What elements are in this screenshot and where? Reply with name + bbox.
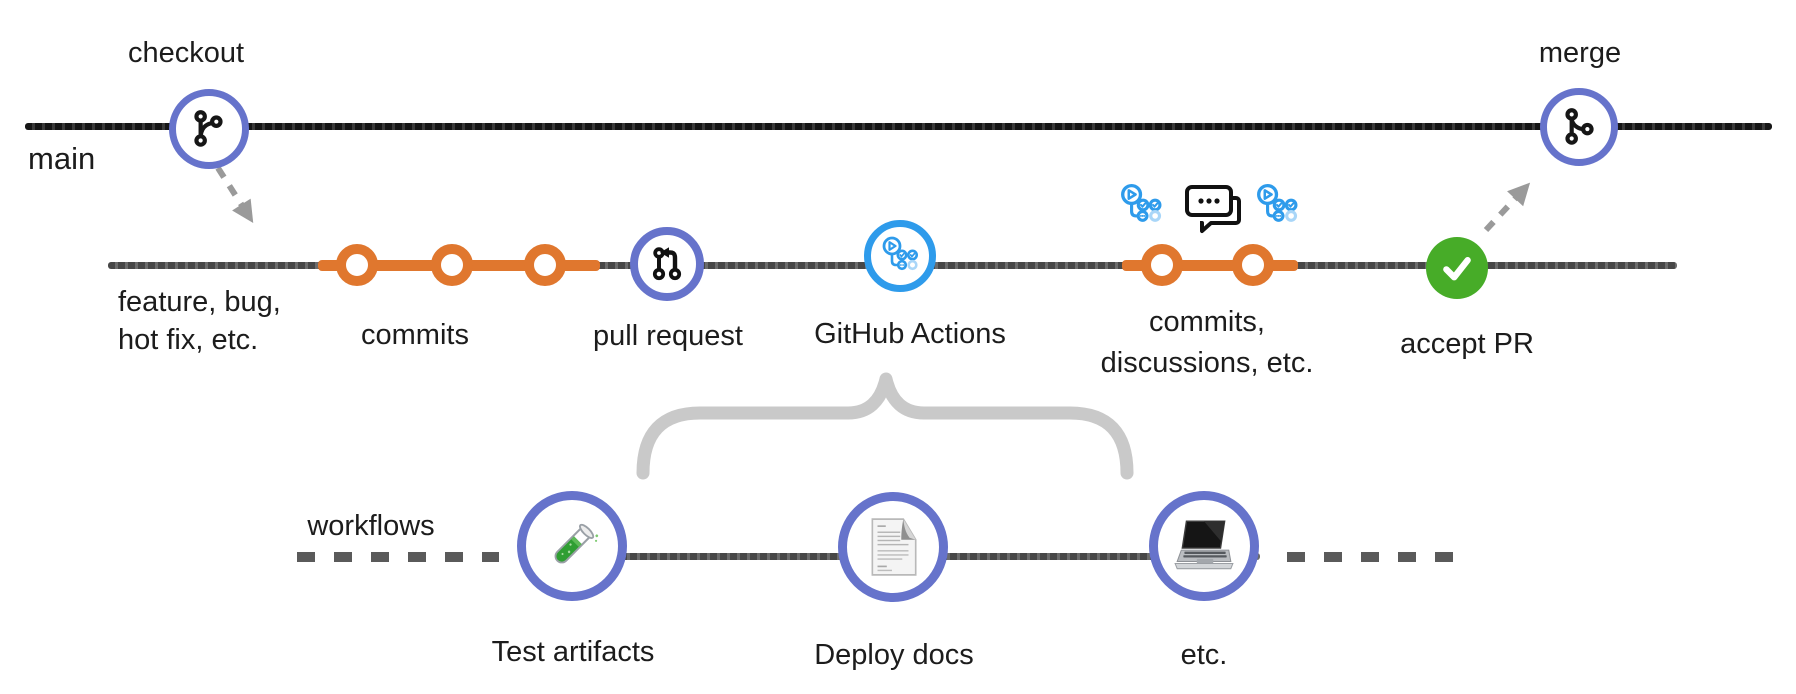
commit-circle (1141, 244, 1183, 286)
commit-circle (431, 244, 473, 286)
commit-circle (1232, 244, 1274, 286)
document-icon (871, 518, 917, 576)
workflow-dashes-right (1287, 552, 1459, 562)
workflows-label: workflows (307, 510, 435, 542)
workflow-node-etc (1149, 491, 1259, 601)
commit-segment-2 (1122, 260, 1298, 271)
merge-label: merge (1538, 37, 1622, 69)
workflow-node-deploy (838, 492, 948, 602)
commits-label: commits (361, 319, 469, 351)
github-actions-node (864, 220, 936, 292)
git-branch-icon (194, 110, 223, 147)
workflow-test-label: Test artifacts (491, 636, 655, 668)
actions-mini-icon (1121, 183, 1162, 222)
commit-circle (524, 244, 566, 286)
github-actions-icon (882, 236, 918, 271)
actions-mini-icon (1257, 183, 1298, 222)
accept-pr-label: accept PR (1400, 328, 1534, 360)
commits-discussions-label: commits, discussions, etc. (1101, 302, 1314, 384)
workflow-node-test (517, 491, 627, 601)
check-icon (1443, 257, 1471, 281)
checkout-label: checkout (127, 37, 245, 69)
merge-node (1540, 88, 1618, 166)
main-branch-line (25, 123, 1772, 130)
workflow-etc-label: etc. (1180, 639, 1228, 671)
discussion-icon (1185, 185, 1241, 233)
pull-request-label: pull request (593, 320, 743, 352)
workflow-dashes-left (297, 552, 499, 562)
commits2-line1: commits, (1148, 306, 1265, 338)
commits2-line2: discussions, etc. (1100, 347, 1314, 379)
checkout-arrow (215, 166, 254, 224)
feature-branch-caption: feature, bug, hot fix, etc. (118, 283, 281, 359)
brace (636, 372, 1134, 480)
git-merge-icon (1565, 108, 1594, 145)
workflow-deploy-label: Deploy docs (814, 639, 974, 671)
accept-pr-node (1426, 237, 1488, 299)
commit-circle (336, 244, 378, 286)
feature-caption-line2: hot fix, etc. (118, 324, 259, 356)
github-actions-label: GitHub Actions (814, 318, 1006, 350)
checkout-node (169, 89, 249, 169)
test-tube-icon (554, 523, 599, 564)
laptop-icon (1174, 520, 1234, 570)
feature-caption-line1: feature, bug, (118, 286, 281, 318)
pull-request-node (630, 227, 704, 301)
git-pull-request-icon (652, 247, 682, 281)
main-branch-label: main (28, 141, 96, 176)
merge-arrow (1483, 182, 1531, 233)
